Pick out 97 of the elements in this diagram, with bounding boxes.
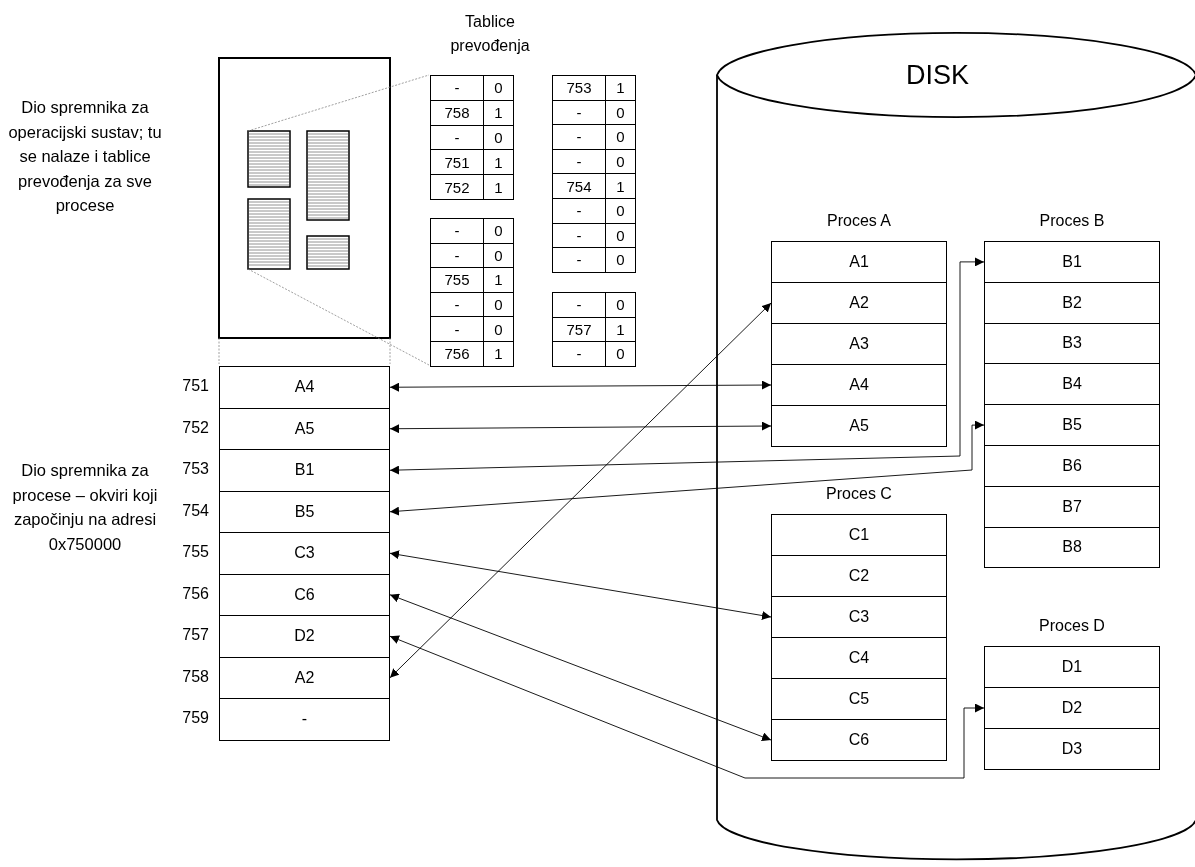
cell-label: C4 bbox=[848, 649, 870, 667]
column-heading: Proces B bbox=[1038, 212, 1106, 230]
table-cell: 753 bbox=[552, 75, 606, 101]
frame-address: 752 bbox=[181, 418, 209, 437]
cell-label: B5 bbox=[294, 502, 315, 521]
table-cell: 1 bbox=[483, 174, 514, 200]
page-cell bbox=[771, 241, 947, 283]
cell-label: C2 bbox=[848, 567, 870, 585]
page-cell bbox=[984, 526, 1160, 569]
table-cell: 0 bbox=[605, 292, 636, 318]
note-text: Dio spremnika za procese – okviri koji započinju na adresi 0x750000 bbox=[11, 460, 159, 555]
cell-label: A3 bbox=[849, 335, 869, 353]
cell-label: A2 bbox=[849, 294, 869, 312]
cell-label: C6 bbox=[848, 731, 870, 749]
cell-label: A4 bbox=[849, 376, 869, 394]
page-cell bbox=[984, 485, 1160, 528]
page-cell bbox=[771, 555, 947, 597]
page-cell bbox=[771, 637, 947, 679]
cell-label: A4 bbox=[294, 378, 315, 397]
table-cell: - bbox=[430, 218, 484, 244]
cell-label: D2 bbox=[1061, 699, 1083, 717]
tables-heading: Tablice prevođenja bbox=[449, 12, 531, 56]
table-cell: 0 bbox=[483, 218, 514, 244]
table-cell: - bbox=[552, 341, 606, 367]
cell-label: B8 bbox=[1062, 538, 1082, 557]
frame-address: 754 bbox=[181, 501, 209, 520]
page-cell bbox=[771, 364, 947, 406]
arrow bbox=[389, 380, 772, 392]
page-cell bbox=[771, 514, 947, 556]
frame-address: 757 bbox=[181, 626, 209, 645]
memory-frame bbox=[219, 407, 390, 450]
cell-label: D2 bbox=[294, 627, 315, 646]
frame-address: 753 bbox=[181, 460, 209, 479]
cell-label: A5 bbox=[849, 417, 869, 435]
note-text: Dio spremnika za operacijski sustav; tu se nalaze i tablice prevođenja za sve procese bbox=[7, 97, 163, 216]
table-cell: 756 bbox=[430, 341, 484, 367]
cell-label: D1 bbox=[1061, 658, 1083, 676]
cell-label: C3 bbox=[294, 544, 315, 563]
cell-label: B4 bbox=[1062, 375, 1082, 394]
cell-label: C6 bbox=[294, 585, 315, 604]
table-cell: - bbox=[430, 75, 484, 101]
table-cell: 0 bbox=[483, 75, 514, 101]
page-cell bbox=[984, 363, 1160, 406]
page-cell bbox=[984, 687, 1160, 729]
table-cell: - bbox=[552, 292, 606, 318]
page-cell bbox=[771, 282, 947, 324]
cell-label: A2 bbox=[294, 668, 315, 687]
cell-label: B1 bbox=[1062, 252, 1082, 271]
page-cell bbox=[771, 719, 947, 761]
table-cell: - bbox=[552, 247, 606, 273]
cell-label: B3 bbox=[1062, 334, 1082, 353]
cell-label: D3 bbox=[1061, 740, 1083, 758]
cell-label: A1 bbox=[849, 253, 869, 271]
page-cell bbox=[984, 281, 1160, 324]
memory-frame bbox=[219, 656, 390, 699]
page-cell bbox=[984, 445, 1160, 487]
memory-frame bbox=[219, 615, 390, 658]
memory-frame bbox=[219, 573, 390, 616]
cell-label: B1 bbox=[294, 461, 315, 480]
column-heading: Proces D bbox=[1038, 617, 1106, 635]
cell-label: B5 bbox=[1062, 416, 1082, 435]
table-cell: 0 bbox=[605, 341, 636, 367]
page-cell bbox=[771, 678, 947, 720]
cell-label: C1 bbox=[848, 526, 870, 544]
page-cell bbox=[984, 728, 1160, 770]
frame-address: 758 bbox=[181, 667, 209, 686]
page-cell bbox=[771, 323, 947, 365]
cell-label: B7 bbox=[1062, 497, 1082, 516]
cell-label: C3 bbox=[848, 608, 870, 626]
disk-label: DISK bbox=[906, 60, 970, 91]
column-heading: Proces A bbox=[826, 212, 892, 230]
page-cell bbox=[984, 646, 1160, 688]
page-cell bbox=[771, 596, 947, 638]
frame-address: 756 bbox=[181, 584, 209, 603]
cell-label: C5 bbox=[848, 690, 870, 708]
cell-label: - bbox=[301, 710, 308, 729]
table-cell: 1 bbox=[483, 341, 514, 367]
page-cell bbox=[984, 322, 1160, 365]
table-cell: 0 bbox=[605, 247, 636, 273]
cell-label: B2 bbox=[1062, 293, 1082, 312]
table-cell: 1 bbox=[605, 75, 636, 101]
memory-frame bbox=[219, 490, 390, 533]
cell-label: A5 bbox=[294, 419, 315, 438]
column-heading: Proces C bbox=[825, 485, 893, 503]
memory-frame bbox=[219, 449, 390, 492]
page-cell bbox=[984, 404, 1160, 446]
memory-frame bbox=[219, 366, 390, 409]
frame-address: 759 bbox=[181, 709, 209, 728]
memory-frame bbox=[219, 698, 390, 741]
arrow bbox=[389, 421, 772, 434]
frame-address: 755 bbox=[181, 543, 209, 562]
table-cell: 752 bbox=[430, 174, 484, 200]
cell-label: B6 bbox=[1062, 456, 1082, 475]
frame-address: 751 bbox=[181, 377, 209, 396]
page-cell bbox=[771, 405, 947, 447]
page-cell bbox=[984, 241, 1160, 283]
memory-frame bbox=[219, 532, 390, 575]
